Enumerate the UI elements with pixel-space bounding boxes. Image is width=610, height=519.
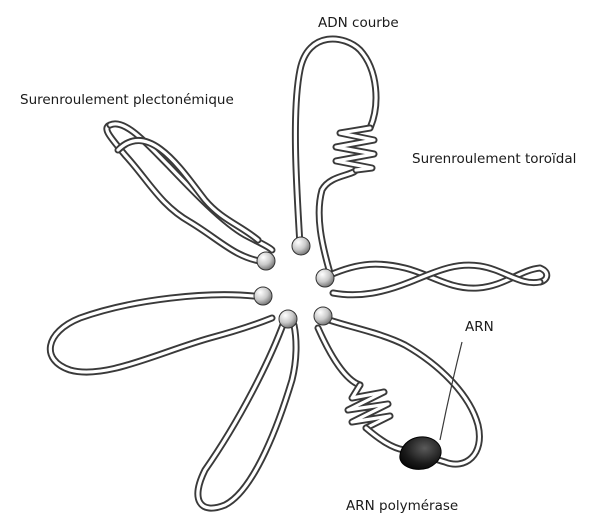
bead <box>279 310 297 328</box>
plectonemic-supercoil-right <box>330 264 547 295</box>
label-polymerase: ARN polymérase <box>346 498 458 514</box>
bead <box>314 307 332 325</box>
label-plectonemic: Surenroulement plectonémique <box>20 92 234 108</box>
dna-loop-lower-right <box>318 318 479 464</box>
plectonemic-supercoil-upper-left <box>107 124 272 262</box>
label-bent-dna: ADN courbe <box>318 15 399 31</box>
dna-loop-bottom <box>198 322 296 508</box>
bead <box>254 287 272 305</box>
rna-polymerase-shape <box>400 437 441 469</box>
dna-loop-left <box>50 295 272 372</box>
toroidal-coil <box>336 128 374 170</box>
label-toroidal: Surenroulement toroïdal <box>412 151 576 167</box>
label-rna: ARN <box>465 319 494 335</box>
bead <box>316 269 334 287</box>
bead <box>257 252 275 270</box>
bead <box>292 237 310 255</box>
